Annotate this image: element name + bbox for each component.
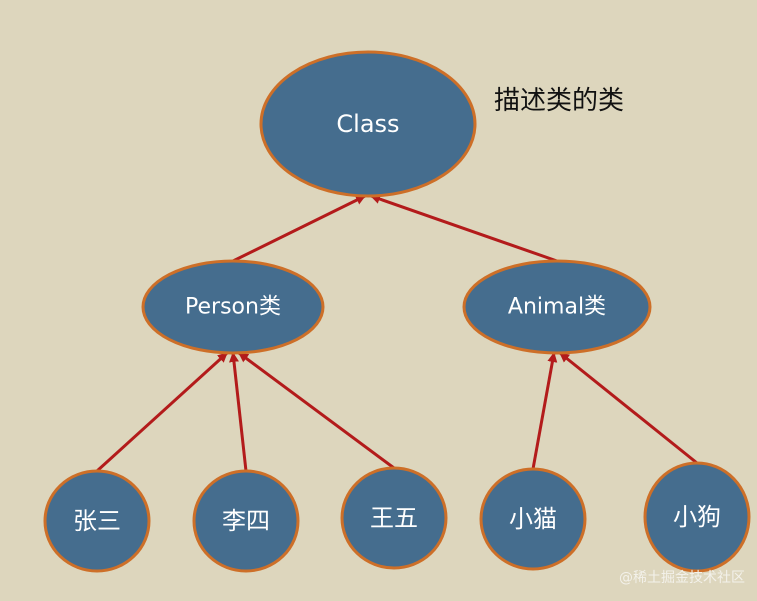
arrow-wangwu-to-person — [238, 351, 395, 470]
node-animal: Animal类 — [462, 259, 652, 355]
node-wangwu: 王五 — [340, 466, 448, 570]
arrow-lisi-to-person — [229, 352, 248, 472]
animal-label: Animal类 — [508, 295, 606, 320]
arrow-cat-to-animal — [531, 352, 558, 470]
node-dog: 小狗 — [643, 461, 751, 573]
arrow-zhangsan-to-person — [95, 351, 229, 473]
animal-ellipse — [462, 259, 652, 355]
node-cat: 小猫 — [479, 467, 587, 571]
arrow-animal-to-class — [370, 194, 558, 263]
node-class: Class — [259, 50, 477, 198]
node-zhangsan: 张三 — [43, 469, 151, 573]
zhangsan-label: 张三 — [73, 507, 121, 535]
class-ellipse — [259, 50, 477, 198]
person-ellipse — [141, 259, 325, 355]
cat-ellipse — [479, 467, 587, 571]
wangwu-ellipse — [340, 466, 448, 570]
zhangsan-ellipse — [43, 469, 151, 573]
wangwu-label: 王五 — [370, 504, 418, 532]
arrow-dog-to-animal — [559, 351, 698, 465]
edges — [95, 194, 698, 473]
node-person: Person类 — [141, 259, 325, 355]
cat-label: 小猫 — [509, 505, 557, 533]
lisi-ellipse — [192, 469, 300, 573]
person-label: Person类 — [185, 295, 281, 320]
arrow-person-to-class — [232, 194, 366, 263]
lisi-label: 李四 — [222, 507, 270, 535]
dog-ellipse — [643, 461, 751, 573]
dog-label: 小狗 — [673, 503, 721, 531]
watermark: @稀土掘金技术社区 — [619, 570, 745, 586]
class-label: Class — [336, 110, 399, 138]
node-lisi: 李四 — [192, 469, 300, 573]
class-annotation: 描述类的类 — [494, 86, 625, 116]
